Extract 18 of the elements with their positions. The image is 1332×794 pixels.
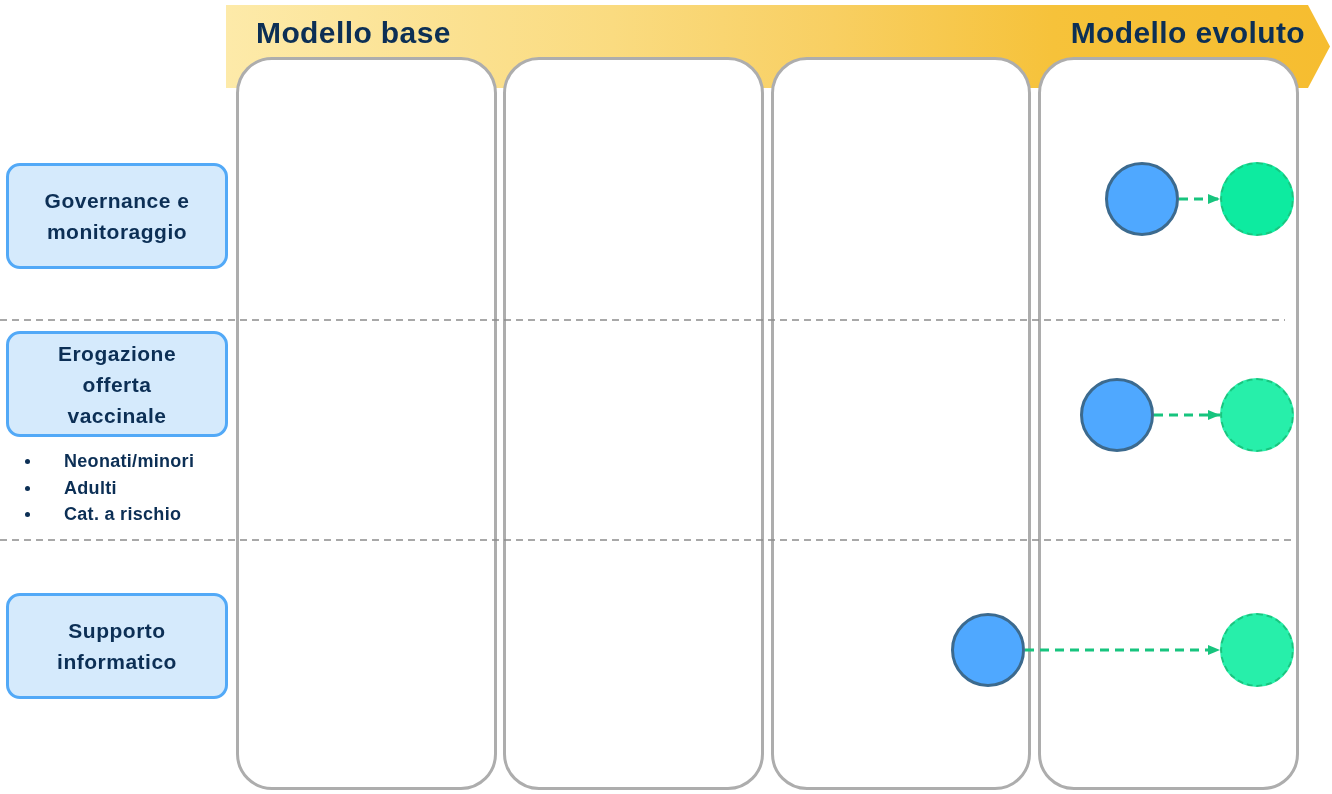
category-label: Erogazione offerta vaccinale: [56, 340, 178, 429]
dashed-arrow: [1154, 410, 1220, 420]
category-box: [6, 593, 228, 699]
dashed-arrow: [1179, 194, 1220, 204]
band-title: Modello evoluto: [1070, 16, 1305, 50]
list-item: Neonati/minori: [64, 450, 195, 472]
band-title: Modello base: [256, 16, 451, 50]
column-panel: [771, 57, 1031, 790]
dashed-arrow: [1025, 645, 1220, 655]
list-item: Adulti: [64, 477, 117, 499]
column-panel: [1038, 57, 1299, 790]
list-item: Cat. a rischio: [64, 503, 182, 525]
column-panel: [236, 57, 497, 790]
category-label: Supporto informatico: [56, 618, 178, 675]
category-label: Governance e monitoraggio: [43, 188, 191, 245]
category-box: [6, 163, 228, 269]
column-panel: [503, 57, 764, 790]
category-box: [6, 331, 228, 437]
